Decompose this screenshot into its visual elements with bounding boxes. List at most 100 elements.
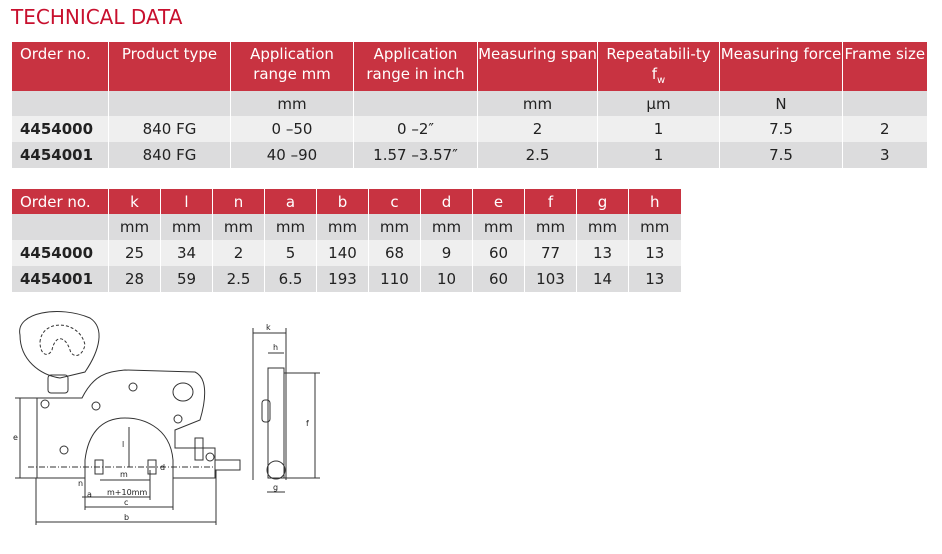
header-e: e — [472, 189, 525, 214]
table-cell: 840 FG — [108, 116, 231, 142]
label-h: h — [273, 343, 278, 352]
order-no-cell: 4454000 — [11, 240, 109, 266]
units-row: mm mm µm N — [11, 91, 927, 116]
table-cell — [11, 214, 109, 240]
table-cell: 77 — [524, 240, 577, 266]
table-cell: 1 — [597, 116, 720, 142]
technical-drawing: e l m n a d m+10mm c b k h f g — [13, 311, 320, 525]
header-repeatability: Repeatabili-ty fw — [597, 42, 720, 91]
label-n: n — [78, 479, 83, 488]
label-a: a — [87, 490, 92, 499]
unit-cell: mm — [230, 91, 354, 116]
table-cell: 840 FG — [108, 142, 231, 168]
label-c: c — [124, 498, 128, 507]
table-cell: 2 — [212, 240, 265, 266]
table-cell: 68 — [368, 240, 421, 266]
table-cell: 0 –50 — [230, 116, 354, 142]
label-e: e — [13, 433, 18, 442]
label-d: d — [160, 463, 165, 472]
table-cell: 3 — [842, 142, 927, 168]
header-order-no: Order no. — [11, 42, 109, 91]
table-cell: 1.57 –3.57″ — [353, 142, 478, 168]
header-product-type: Product type — [108, 42, 231, 91]
unit-cell — [11, 91, 109, 116]
table-cell: 59 — [160, 266, 213, 292]
table-row: 4454001 840 FG 40 –90 1.57 –3.57″ 2.5 1 … — [11, 142, 927, 168]
handle — [19, 311, 100, 379]
table-cell: 28 — [108, 266, 161, 292]
table-cell: mm — [420, 214, 473, 240]
table-cell: 0 –2″ — [353, 116, 478, 142]
table-cell: 110 — [368, 266, 421, 292]
table-cell: 60 — [472, 240, 525, 266]
unit-cell — [108, 91, 231, 116]
front-view — [15, 311, 241, 525]
label-m-plus-10mm: m+10mm — [107, 488, 147, 497]
table-cell: 34 — [160, 240, 213, 266]
header-application-range-mm: Application range mm — [230, 42, 354, 91]
header-row: Order no. Product type Application range… — [11, 42, 927, 91]
table-cell: 10 — [420, 266, 473, 292]
label-k: k — [266, 323, 271, 332]
label-l: l — [122, 440, 124, 449]
table-cell: mm — [576, 214, 629, 240]
table-cell: mm — [212, 214, 265, 240]
order-no-cell: 4454001 — [11, 266, 109, 292]
table-cell: 25 — [108, 240, 161, 266]
header-application-range-inch: Application range in inch — [353, 42, 478, 91]
table-cell: 7.5 — [719, 116, 843, 142]
table-cell: mm — [524, 214, 577, 240]
header-l: l — [160, 189, 213, 214]
unit-cell: N — [719, 91, 843, 116]
page-title: TECHNICAL DATA — [11, 5, 183, 29]
table-cell: 14 — [576, 266, 629, 292]
table-cell: 140 — [316, 240, 369, 266]
unit-cell — [353, 91, 478, 116]
header-h: h — [628, 189, 681, 214]
table-cell: mm — [264, 214, 317, 240]
label-b: b — [124, 513, 129, 522]
table-cell: 2.5 — [477, 142, 598, 168]
header-measuring-span: Measuring span — [477, 42, 598, 91]
unit-cell: µm — [597, 91, 720, 116]
side-view — [252, 328, 320, 493]
header-k: k — [108, 189, 161, 214]
table-row: 4454000 840 FG 0 –50 0 –2″ 2 1 7.5 2 — [11, 116, 927, 142]
table-cell: mm — [108, 214, 161, 240]
header-order-no: Order no. — [11, 189, 109, 214]
table-cell: mm — [628, 214, 681, 240]
header-d: d — [420, 189, 473, 214]
technical-data-table: Order no. Product type Application range… — [11, 42, 927, 168]
table-cell: 193 — [316, 266, 369, 292]
header-measuring-force: Measuring force — [719, 42, 843, 91]
frame-body — [36, 369, 216, 479]
unit-cell — [842, 91, 927, 116]
header-row: Order no. k l n a b c d e f g h — [11, 189, 681, 214]
label-f: f — [306, 419, 309, 428]
table-cell: mm — [160, 214, 213, 240]
header-n: n — [212, 189, 265, 214]
table-cell: 6.5 — [264, 266, 317, 292]
header-c: c — [368, 189, 421, 214]
order-no-cell: 4454001 — [11, 142, 109, 168]
header-a: a — [264, 189, 317, 214]
table-cell: mm — [472, 214, 525, 240]
table-cell: 13 — [628, 240, 681, 266]
table-cell: 7.5 — [719, 142, 843, 168]
table-cell: 2 — [842, 116, 927, 142]
table-cell: 103 — [524, 266, 577, 292]
header-frame-size: Frame size — [842, 42, 927, 91]
header-g: g — [576, 189, 629, 214]
table-cell: 13 — [628, 266, 681, 292]
header-f: f — [524, 189, 577, 214]
table-cell: 9 — [420, 240, 473, 266]
subscript-w: w — [657, 75, 666, 86]
label-g: g — [273, 483, 278, 492]
table-cell: 2 — [477, 116, 598, 142]
table-cell: 13 — [576, 240, 629, 266]
table-cell: 2.5 — [212, 266, 265, 292]
